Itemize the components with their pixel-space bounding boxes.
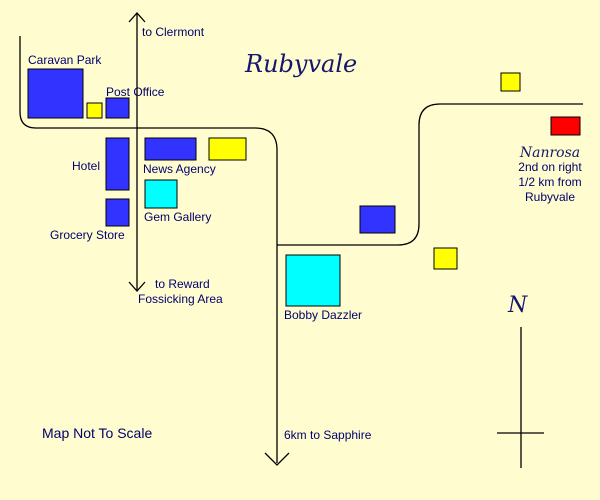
label-nanrosa-line1: 2nd on right [518, 160, 582, 174]
building-post-office [105, 97, 130, 119]
building-blue-east [359, 205, 396, 234]
label-fossicking-area: Fossicking Area [138, 292, 223, 306]
north-label: N [508, 293, 528, 318]
building-yellow-small [86, 102, 103, 119]
arrow-up-icon [128, 12, 146, 23]
label-gem-gallery: Gem Gallery [144, 210, 212, 224]
label-caravan-park: Caravan Park [28, 53, 102, 67]
building-yellow-news [208, 137, 247, 161]
label-to-sapphire: 6km to Sapphire [284, 428, 372, 442]
road-to-nanrosa [277, 103, 583, 246]
map-title: Rubyvale [245, 50, 358, 78]
label-not-to-scale: Map Not To Scale [42, 425, 153, 441]
building-yellow-east [433, 247, 458, 270]
label-nanrosa-line3: Rubyvale [524, 190, 576, 204]
building-nanrosa [550, 116, 581, 136]
label-nanrosa-line2: 1/2 km from [518, 175, 582, 189]
building-caravan-park [27, 68, 84, 119]
label-nanrosa: Nanrosa [519, 145, 581, 161]
building-hotel [105, 137, 130, 191]
building-grocery-store [105, 198, 130, 227]
label-bobby-dazzler: Bobby Dazzler [284, 308, 363, 322]
label-to-clermont: to Clermont [142, 25, 205, 39]
building-gem-gallery [144, 179, 178, 209]
label-hotel: Hotel [72, 159, 101, 173]
arrow-down-sapphire-icon [264, 452, 290, 466]
road-main-street [19, 36, 278, 463]
label-grocery-store: Grocery Store [50, 228, 125, 242]
label-to-reward: to Reward [155, 277, 210, 291]
building-bobby-dazzler [285, 254, 341, 307]
arrow-down-icon [128, 281, 146, 292]
label-news-agency: News Agency [143, 162, 216, 176]
label-post-office: Post Office [106, 85, 165, 99]
building-news-agency [144, 137, 197, 161]
building-yellow-northeast [500, 72, 521, 92]
